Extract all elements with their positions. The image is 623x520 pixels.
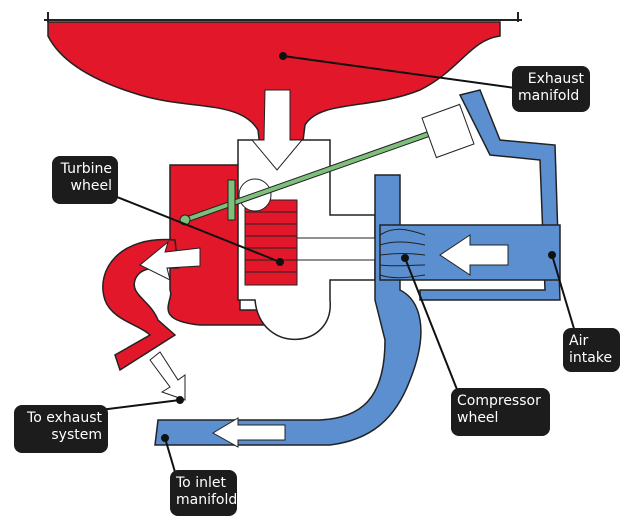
label-turbine-wheel: Turbine wheel bbox=[52, 156, 118, 204]
exhaust-inflow-arrow bbox=[250, 89, 304, 171]
label-text: system bbox=[51, 427, 102, 443]
label-text: To exhaust bbox=[27, 410, 102, 426]
inlet-flow-arrow bbox=[212, 417, 286, 448]
label-text: manifold bbox=[518, 88, 580, 104]
label-text: wheel bbox=[70, 178, 112, 194]
label-text: intake bbox=[569, 350, 613, 366]
label-exhaust-manifold: Exhaust manifold bbox=[512, 66, 590, 112]
label-compressor-wheel: Compressor wheel bbox=[451, 388, 550, 436]
turbine-wheel bbox=[244, 199, 298, 286]
compressor-wheel bbox=[379, 228, 426, 279]
label-to-inlet-manifold: To inlet manifold bbox=[170, 470, 237, 516]
engine-frame bbox=[44, 12, 522, 22]
label-text: Exhaust bbox=[527, 71, 584, 87]
label-air-intake: Air intake bbox=[563, 328, 620, 372]
to-exhaust-arrow bbox=[149, 351, 186, 401]
label-text: Turbine bbox=[60, 161, 112, 177]
label-text: To inlet bbox=[176, 475, 226, 491]
label-to-exhaust-system: To exhaust system bbox=[14, 405, 108, 453]
exhaust-outflow-arrow bbox=[139, 240, 201, 281]
exhaust-outlet-pipe bbox=[102, 238, 179, 372]
air-intake-arrow bbox=[439, 234, 509, 276]
leader-lines bbox=[99, 52, 576, 473]
label-text: wheel bbox=[457, 410, 499, 426]
shaft bbox=[296, 237, 378, 261]
wastegate-linkage bbox=[179, 103, 475, 226]
label-text: Air bbox=[569, 333, 589, 349]
label-text: Compressor bbox=[457, 393, 541, 409]
label-text: manifold bbox=[176, 492, 237, 508]
